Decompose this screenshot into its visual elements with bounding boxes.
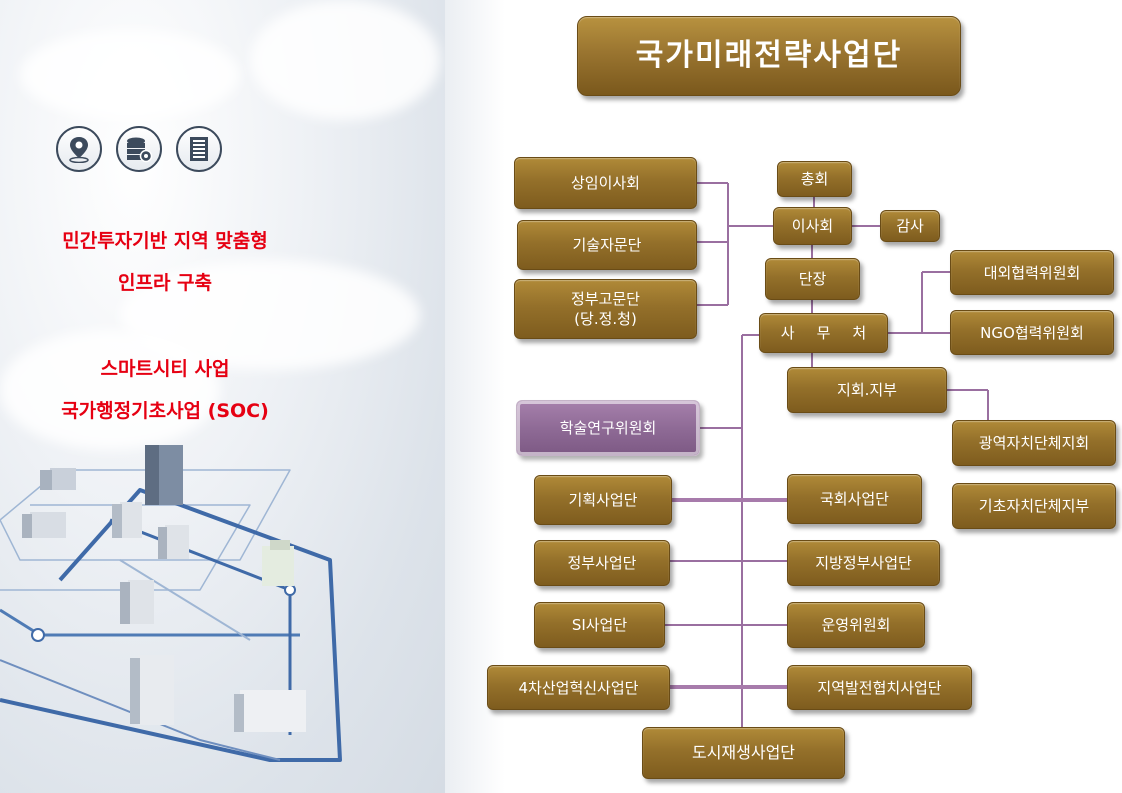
local-gov-business-box: 지방정부사업단 [787, 540, 940, 586]
office-box: 사무처 [759, 313, 888, 353]
cloud [0, 330, 220, 450]
ngo-cooperation-box: NGO협력위원회 [950, 310, 1114, 355]
si-business-box: SI사업단 [534, 602, 665, 648]
standing-board-box: 상임이사회 [514, 157, 697, 209]
planning-box: 기획사업단 [534, 475, 672, 525]
smartcity-text-line1: 스마트시티 사업 [100, 358, 230, 380]
cloud [250, 0, 440, 120]
audit-box: 감사 [880, 210, 940, 242]
database-gear-icon [116, 126, 162, 172]
org-title-box: 국가미래전략사업단 [577, 16, 961, 96]
operations-committee-box: 운영위원회 [787, 602, 925, 648]
board-box: 이사회 [773, 207, 852, 245]
gov-advisory-label: 정부고문단 [570, 290, 640, 308]
academic-committee-box: 학술연구위원회 [516, 400, 700, 456]
buildings [22, 445, 306, 732]
panel-fade [445, 0, 505, 793]
urban-regen-box: 도시재생사업단 [642, 727, 845, 779]
tech-advisory-box: 기술자문단 [517, 220, 697, 270]
location-pin-icon [56, 126, 102, 172]
local-branch-box: 기초자치단체지부 [952, 483, 1116, 529]
smartcity-text-line2: 국가행정기초사업 (SOC) [61, 400, 269, 422]
metro-branch-box: 광역자치단체지회 [952, 420, 1116, 466]
city-network-illustration [0, 445, 342, 762]
regional-dev-box: 지역발전협치사업단 [787, 665, 972, 710]
branches-box: 지회.지부 [787, 367, 947, 413]
government-business-box: 정부사업단 [534, 540, 670, 586]
investment-text-line1: 민간투자기반 지역 맞춤형 [62, 230, 268, 252]
server-rack-icon [176, 126, 222, 172]
external-cooperation-box: 대외협력위원회 [950, 250, 1114, 295]
assembly-business-box: 국회사업단 [787, 474, 922, 524]
general-assembly-box: 총회 [777, 161, 852, 197]
gov-advisory-box: 정부고문단 (당.정.청) [514, 279, 697, 339]
fourth-industry-box: 4차산업혁신사업단 [487, 665, 670, 710]
director-box: 단장 [765, 258, 860, 300]
icon-row [56, 126, 222, 172]
investment-text-line2: 인프라 구축 [117, 272, 212, 294]
gov-advisory-sublabel: (당.정.청) [574, 310, 637, 328]
cloud [20, 30, 240, 120]
